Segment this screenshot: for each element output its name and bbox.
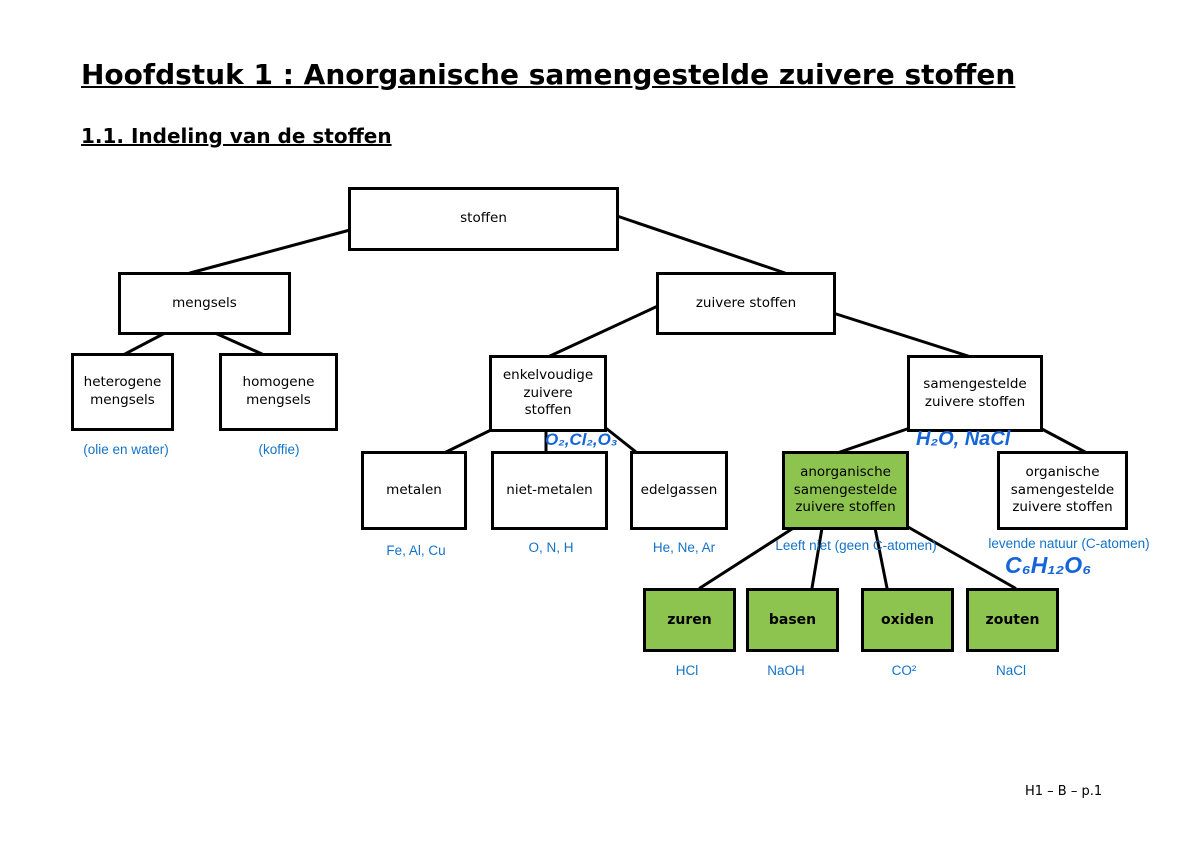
node-enkelvoudige-zuivere-stoffen: enkelvoudige zuivere stoffen xyxy=(489,355,607,432)
example-oxiden: CO² xyxy=(891,663,917,678)
connector-enkelvoudige-edelgassen xyxy=(605,427,638,454)
node-stoffen: stoffen xyxy=(348,187,619,251)
node-mengsels: mengsels xyxy=(118,272,291,335)
connector-stoffen-mengsels xyxy=(188,228,352,275)
node-homogene-mengsels: homogene mengsels xyxy=(219,353,338,431)
node-zuivere-stoffen: zuivere stoffen xyxy=(656,272,836,335)
node-basen: basen xyxy=(746,588,839,652)
connector-zuivere-enkelvoudige xyxy=(548,303,662,358)
example-zouten: NaCl xyxy=(995,663,1027,678)
connector-mengsels-heterogene xyxy=(123,331,167,356)
handwritten-organische-example: C₆H₁₂O₆ xyxy=(1005,552,1092,578)
node-samengestelde-zuivere-stoffen: samengestelde zuivere stoffen xyxy=(907,355,1043,432)
node-oxiden: oxiden xyxy=(861,588,954,652)
node-organische-samengestelde: organische samengestelde zuivere stoffen xyxy=(997,451,1128,530)
example-heterogene: (olie en water) xyxy=(83,442,169,457)
example-niet-metalen: O, N, H xyxy=(528,540,574,555)
connector-stoffen-zuivere xyxy=(615,214,787,275)
page-title: Hoofdstuk 1 : Anorganische samengestelde… xyxy=(81,58,1016,91)
node-niet-metalen: niet-metalen xyxy=(491,451,608,530)
section-title: 1.1. Indeling van de stoffen xyxy=(81,124,392,148)
example-metalen: Fe, Al, Cu xyxy=(386,543,446,558)
node-zuren: zuren xyxy=(643,588,736,652)
node-edelgassen: edelgassen xyxy=(630,451,728,530)
connector-samengestelde-organische xyxy=(1038,426,1087,454)
page-number: H1 – B – p.1 xyxy=(1025,784,1103,799)
example-edelgassen: He, Ne, Ar xyxy=(652,540,716,555)
connector-anorganische-basen xyxy=(810,526,824,590)
connector-zuivere-samengestelde xyxy=(831,311,970,358)
example-anorganische: Leeft niet (geen C-atomen) xyxy=(775,538,937,553)
connector-anorganische-oxiden xyxy=(873,526,889,590)
connector-mengsels-homogene xyxy=(213,331,264,356)
connector-anorganische-zouten xyxy=(906,525,1017,590)
node-metalen: metalen xyxy=(361,451,467,530)
handwritten-samengestelde-examples: H₂O, NaCl xyxy=(916,428,1011,450)
node-zouten: zouten xyxy=(966,588,1059,652)
example-organische: levende natuur (C-atomen) xyxy=(988,536,1150,551)
connector-enkelvoudige-metalen xyxy=(438,427,495,457)
example-basen: NaOH xyxy=(767,663,805,678)
node-heterogene-mengsels: heterogene mengsels xyxy=(71,353,174,431)
handwritten-enkelvoudige-examples: O₂,Cl₂,O₃ xyxy=(545,430,618,449)
connector-anorganische-zuren xyxy=(698,525,797,590)
example-homogene: (koffie) xyxy=(258,442,300,457)
example-zuren: HCl xyxy=(675,663,699,678)
connector-samengestelde-anorganische xyxy=(838,426,912,454)
node-anorganische-samengestelde: anorganische samengestelde zuivere stoff… xyxy=(782,451,909,530)
